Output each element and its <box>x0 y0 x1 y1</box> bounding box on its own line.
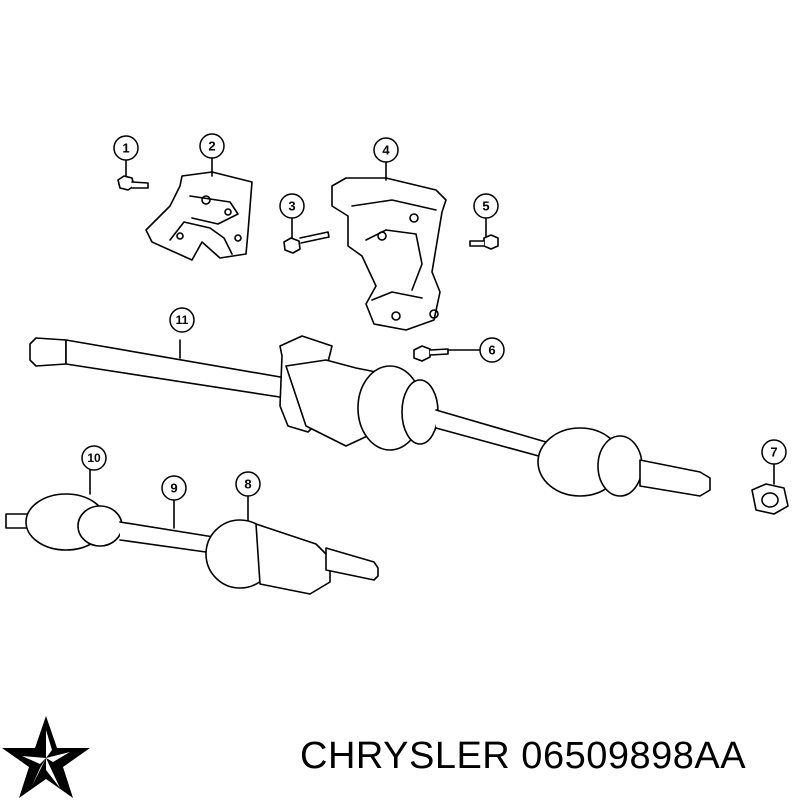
callout-2: 2 <box>208 139 215 154</box>
callout-6: 6 <box>488 343 495 358</box>
callout-2-circle <box>199 133 225 159</box>
callout-4: 4 <box>382 143 390 158</box>
chrysler-pentastar-logo-icon <box>2 716 90 798</box>
part-3-bolt <box>283 217 330 254</box>
part-7-nut <box>751 463 789 515</box>
part-2-bracket <box>145 157 253 261</box>
callout-10: 10 <box>87 451 101 465</box>
callout-8-circle <box>235 471 261 497</box>
callout-9: 9 <box>170 481 177 496</box>
callout-5-circle <box>473 193 499 219</box>
callout-5: 5 <box>482 199 489 214</box>
callout-11-circle <box>169 307 195 333</box>
callout-3-circle <box>279 193 305 219</box>
callout-11: 11 <box>176 313 189 327</box>
part-6-bolt <box>413 345 481 362</box>
callout-8: 8 <box>244 477 251 492</box>
callout-1-circle <box>113 135 139 161</box>
part-5-bolt <box>469 217 499 250</box>
callout-9-circle <box>161 475 187 501</box>
part-4-bracket <box>331 161 447 331</box>
part-9-axle-shaft <box>5 467 379 595</box>
callout-6-circle <box>479 337 505 363</box>
callout-3: 3 <box>288 199 295 214</box>
callout-4-circle <box>373 137 399 163</box>
footer-caption: CHRYSLER 06509898AA <box>300 735 747 777</box>
callout-1: 1 <box>122 141 129 156</box>
callout-7-circle <box>761 439 787 465</box>
part-1-bolt <box>117 159 149 191</box>
callout-10-circle <box>81 445 107 471</box>
callout-7: 7 <box>770 445 777 460</box>
part-11-axle-shaft <box>29 335 711 497</box>
